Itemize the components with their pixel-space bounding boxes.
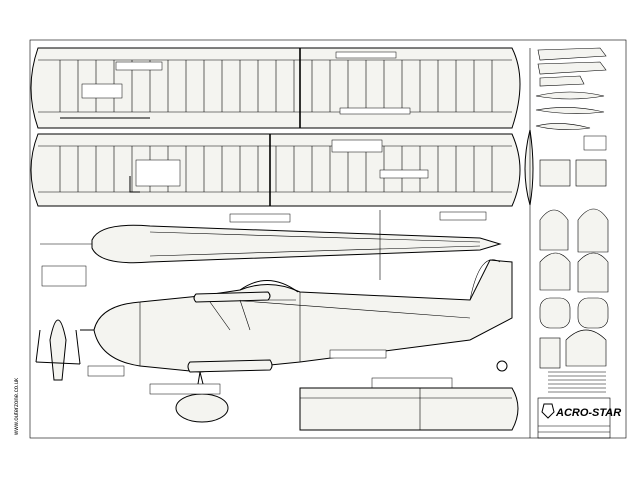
- plan-title: ACRO-STAR: [556, 407, 622, 419]
- wing-rib-section: [524, 129, 534, 206]
- logo-icon: [541, 403, 555, 419]
- watermark: www.outerzone.co.uk: [14, 377, 20, 435]
- fuselage-top-view: [40, 210, 502, 280]
- tailplane-plan: [299, 387, 519, 431]
- lower-wing-plan: [30, 133, 521, 207]
- parts-panel: [529, 47, 611, 439]
- fuselage-side-view: [80, 259, 513, 423]
- upper-wing-plan: [30, 47, 521, 129]
- sheet-border: [29, 39, 627, 439]
- front-view: [35, 265, 87, 381]
